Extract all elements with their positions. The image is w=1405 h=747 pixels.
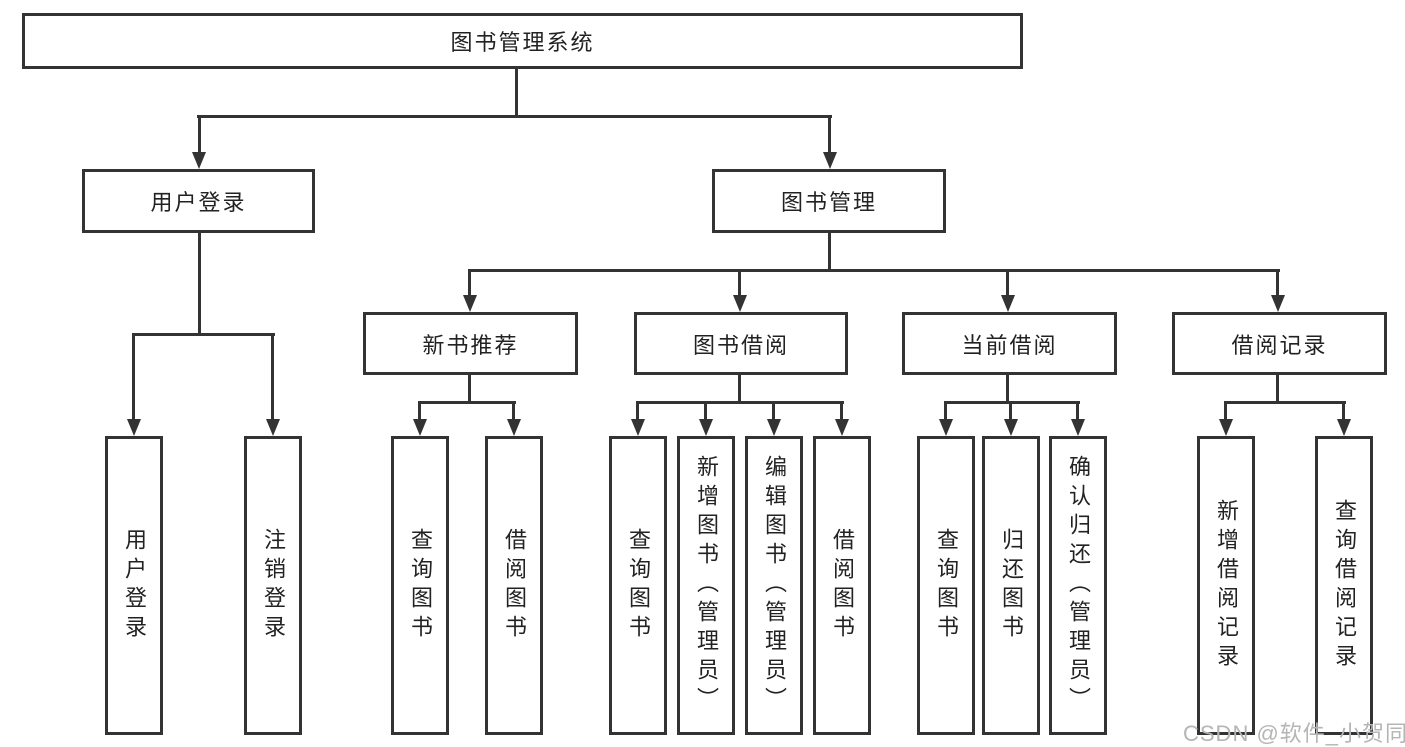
arrow-down-bb-edit — [767, 419, 781, 436]
connector-drop-br-query — [1342, 403, 1345, 421]
node-current-borrow: 当前借阅 — [902, 312, 1117, 375]
leaf-br-query-record-label: 查询借阅记录 — [1332, 498, 1357, 673]
connector-drop-cb-confirm — [1076, 403, 1079, 421]
connector-drop-new-book — [468, 272, 471, 297]
node-user-login-label: 用户登录 — [150, 190, 247, 215]
node-new-book-recommend: 新书推荐 — [363, 312, 578, 375]
connector-drop-br-add — [1224, 403, 1227, 421]
connector-drop-cb-query — [944, 403, 947, 421]
node-borrow-record: 借阅记录 — [1172, 312, 1387, 375]
arrow-down-cb-return — [1004, 419, 1018, 436]
arrow-down-bb-add — [699, 419, 713, 436]
leaf-bb-borrow-books-label: 借阅图书 — [830, 527, 855, 644]
connector-drop-user-login — [198, 117, 201, 153]
connector-user-login-hline — [132, 333, 275, 336]
connector-drop-current-borrow — [1006, 272, 1009, 297]
node-root-label: 图书管理系统 — [450, 30, 595, 55]
leaf-cb-return-book-label: 归还图书 — [999, 527, 1024, 644]
arrow-down-bb-borrow — [835, 419, 849, 436]
arrow-down-bb-query — [631, 419, 645, 436]
leaf-br-add-record-label: 新增借阅记录 — [1214, 498, 1239, 673]
node-root: 图书管理系统 — [22, 13, 1023, 69]
leaf-bb-add-book-admin: 新增图书（管理员） — [677, 436, 735, 735]
arrow-down-new-book — [463, 295, 477, 312]
connector-user-login-stub — [198, 233, 201, 334]
node-book-management: 图书管理 — [712, 169, 946, 233]
leaf-cb-confirm-return-admin-label: 确认归还（管理员） — [1066, 455, 1091, 716]
leaf-nb-query-books-label: 查询图书 — [408, 527, 433, 644]
leaf-cb-query-books-label: 查询图书 — [934, 527, 959, 644]
connector-drop-nb-borrow — [512, 403, 515, 421]
connector-drop-cb-return — [1009, 403, 1012, 421]
connector-book-borrow-stub — [738, 375, 741, 403]
connector-root-stub — [515, 69, 518, 117]
arrow-down-nb-query — [413, 419, 427, 436]
leaf-bb-query-books: 查询图书 — [609, 436, 667, 735]
connector-borrow-record-hline — [1224, 401, 1346, 404]
leaf-nb-borrow-books: 借阅图书 — [485, 436, 543, 735]
arrow-down-leaf-login — [127, 419, 141, 436]
watermark: CSDN @软件_小贺同学 — [1183, 721, 1405, 746]
arrow-down-br-add — [1219, 419, 1233, 436]
arrow-down-cb-query — [939, 419, 953, 436]
node-new-book-recommend-label: 新书推荐 — [422, 332, 519, 358]
leaf-cb-confirm-return-admin: 确认归还（管理员） — [1049, 436, 1107, 735]
connector-drop-bb-borrow — [840, 403, 843, 421]
arrow-down-borrow-record — [1271, 295, 1285, 312]
node-book-management-label: 图书管理 — [780, 190, 877, 215]
connector-level3-hline — [468, 269, 1280, 272]
leaf-bb-borrow-books: 借阅图书 — [813, 436, 871, 735]
connector-drop-book-management — [828, 117, 831, 153]
connector-drop-borrow-record — [1276, 272, 1279, 297]
leaf-bb-edit-book-admin-label: 编辑图书（管理员） — [762, 455, 787, 716]
leaf-logout-label: 注销登录 — [261, 527, 286, 644]
connector-drop-nb-query — [418, 403, 421, 421]
connector-current-borrow-hline — [944, 401, 1080, 404]
leaf-nb-borrow-books-label: 借阅图书 — [502, 527, 527, 644]
connector-drop-book-borrow — [738, 272, 741, 297]
leaf-cb-query-books: 查询图书 — [917, 436, 975, 735]
connector-drop-bb-query — [636, 403, 639, 421]
leaf-user-login: 用户登录 — [105, 436, 163, 735]
leaf-bb-query-books-label: 查询图书 — [626, 527, 651, 644]
connector-drop-bb-add — [704, 403, 707, 421]
arrow-down-user-login — [192, 152, 206, 169]
arrow-down-book-management — [823, 152, 837, 169]
leaf-bb-add-book-admin-label: 新增图书（管理员） — [694, 455, 719, 716]
leaf-br-query-record: 查询借阅记录 — [1315, 436, 1373, 735]
arrow-down-cb-confirm — [1071, 419, 1085, 436]
connector-level2-hline — [197, 115, 832, 118]
node-book-borrow-label: 图书借阅 — [692, 332, 789, 358]
arrow-down-current-borrow — [1001, 295, 1015, 312]
node-book-borrow: 图书借阅 — [634, 312, 848, 375]
connector-new-book-stub — [468, 375, 471, 403]
arrow-down-nb-borrow — [507, 419, 521, 436]
connector-new-book-hline — [418, 401, 516, 404]
connector-drop-leaf-login — [132, 336, 135, 421]
leaf-nb-query-books: 查询图书 — [391, 436, 449, 735]
arrow-down-br-query — [1337, 419, 1351, 436]
leaf-logout: 注销登录 — [244, 436, 302, 735]
leaf-user-login-label: 用户登录 — [122, 527, 147, 644]
connector-drop-bb-edit — [772, 403, 775, 421]
leaf-bb-edit-book-admin: 编辑图书（管理员） — [745, 436, 803, 735]
connector-borrow-record-stub — [1276, 375, 1279, 403]
arrow-down-book-borrow — [733, 295, 747, 312]
leaf-br-add-record: 新增借阅记录 — [1197, 436, 1255, 735]
connector-current-borrow-stub — [1006, 375, 1009, 403]
node-borrow-record-label: 借阅记录 — [1231, 332, 1328, 358]
leaf-cb-return-book: 归还图书 — [982, 436, 1040, 735]
node-current-borrow-label: 当前借阅 — [961, 332, 1058, 358]
connector-drop-leaf-logout — [271, 336, 274, 421]
connector-book-management-stub — [828, 233, 831, 271]
arrow-down-leaf-logout — [266, 419, 280, 436]
connector-book-borrow-hline — [636, 401, 844, 404]
node-user-login: 用户登录 — [82, 169, 315, 233]
